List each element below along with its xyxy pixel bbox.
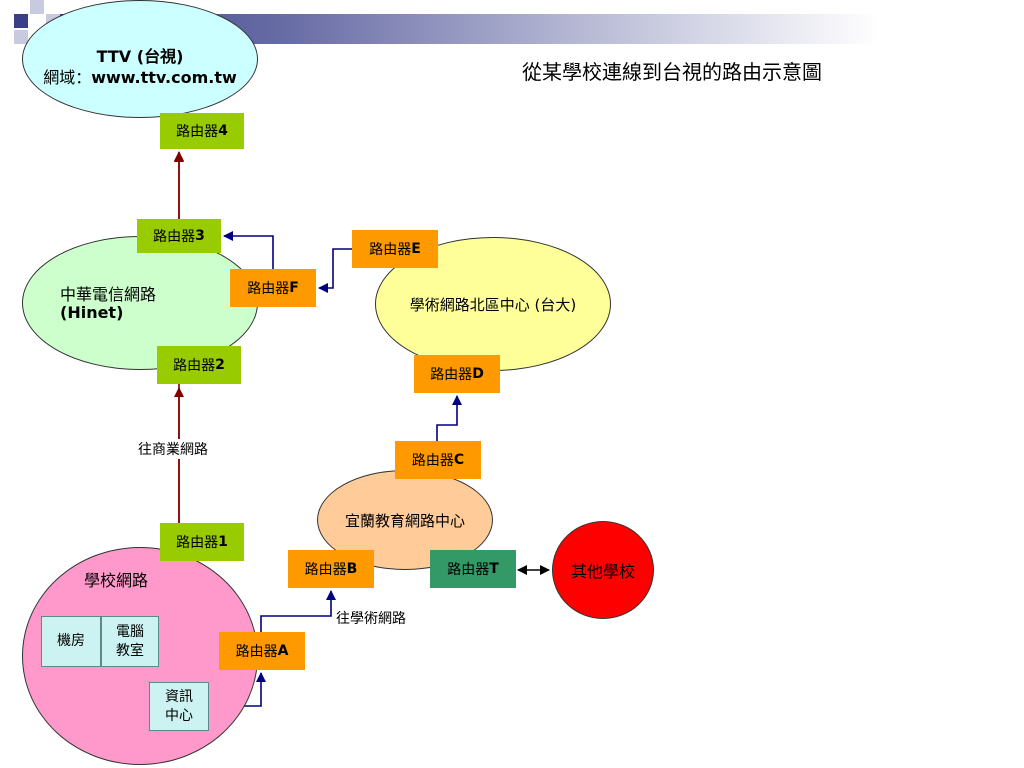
router-c-prefix: 路由器	[411, 453, 454, 469]
machine-room: 機房	[41, 616, 101, 667]
info-center: 資訊 中心	[149, 682, 209, 731]
router-e[interactable]: 路由器 E	[352, 230, 438, 268]
router-2-id: 2	[215, 357, 225, 373]
yilan-label: 宜蘭教育網路中心	[344, 511, 465, 530]
router-e-id: E	[411, 241, 421, 257]
ttv-name: TTV (台視)	[96, 47, 184, 66]
ttv-domain-line: 網域：www.ttv.com.tw	[43, 67, 237, 88]
other-school-label: 其他學校	[570, 562, 635, 581]
router-b-id: B	[346, 561, 358, 577]
router-a-id: A	[277, 643, 289, 659]
machine-room-label: 機房	[57, 633, 85, 649]
arrow-f-to-3	[223, 231, 274, 269]
router-d-id: D	[472, 366, 484, 382]
router-c[interactable]: 路由器 C	[395, 441, 481, 479]
academic-north-label: 學術網路北區中心 (台大)	[409, 295, 577, 314]
arrow-c-to-d	[436, 395, 462, 441]
router-a-prefix: 路由器	[235, 644, 278, 660]
router-c-id: C	[453, 452, 465, 468]
router-t-id: T	[489, 561, 499, 577]
bullet-square-light-2	[14, 30, 28, 44]
router-4[interactable]: 路由器 4	[160, 113, 244, 149]
hinet-sublabel: (Hinet)	[60, 303, 124, 322]
router-f-prefix: 路由器	[247, 281, 290, 297]
info-center-line2: 中心	[165, 707, 193, 724]
router-a[interactable]: 路由器 A	[219, 632, 305, 670]
router-4-id: 4	[218, 123, 228, 139]
edge-label-academic: 往學術網路	[336, 611, 406, 627]
router-3-id: 3	[195, 228, 205, 244]
bullet-square-light-1	[30, 0, 44, 14]
router-2-prefix: 路由器	[173, 358, 216, 374]
router-4-prefix: 路由器	[176, 124, 219, 140]
info-center-line1: 資訊	[165, 688, 193, 705]
ttv-ellipse: TTV (台視) 網域：www.ttv.com.tw	[22, 0, 258, 118]
router-1-id: 1	[218, 534, 228, 550]
router-d[interactable]: 路由器 D	[414, 355, 500, 393]
router-2[interactable]: 路由器 2	[157, 346, 241, 384]
arrow-e-to-f	[318, 248, 352, 293]
computer-classroom-line2: 教室	[116, 642, 144, 659]
router-d-prefix: 路由器	[430, 367, 473, 383]
router-b[interactable]: 路由器 B	[288, 550, 374, 588]
edge-label-commercial: 往商業網路	[138, 439, 208, 459]
hinet-label: 中華電信網路	[60, 285, 157, 304]
computer-classroom-line1: 電腦	[116, 623, 144, 640]
other-school-ellipse[interactable]: 其他學校	[552, 521, 654, 619]
router-e-prefix: 路由器	[369, 242, 412, 258]
school-label: 學校網路	[84, 571, 149, 590]
router-f[interactable]: 路由器 F	[230, 269, 316, 307]
ttv-domain: www.ttv.com.tw	[91, 68, 237, 87]
bullet-square-dark	[14, 14, 28, 28]
router-t-prefix: 路由器	[447, 562, 490, 578]
router-1-prefix: 路由器	[176, 535, 219, 551]
router-f-id: F	[289, 280, 299, 296]
computer-classroom: 電腦 教室	[101, 616, 159, 667]
arrow-a-to-b	[260, 590, 336, 632]
router-3[interactable]: 路由器 3	[137, 219, 221, 253]
router-3-prefix: 路由器	[153, 229, 196, 245]
ttv-domain-prefix: 網域：	[43, 68, 92, 87]
diagram-title: 從某學校連線到台視的路由示意圖	[522, 60, 822, 84]
router-b-prefix: 路由器	[304, 562, 347, 578]
router-1[interactable]: 路由器 1	[160, 523, 244, 561]
